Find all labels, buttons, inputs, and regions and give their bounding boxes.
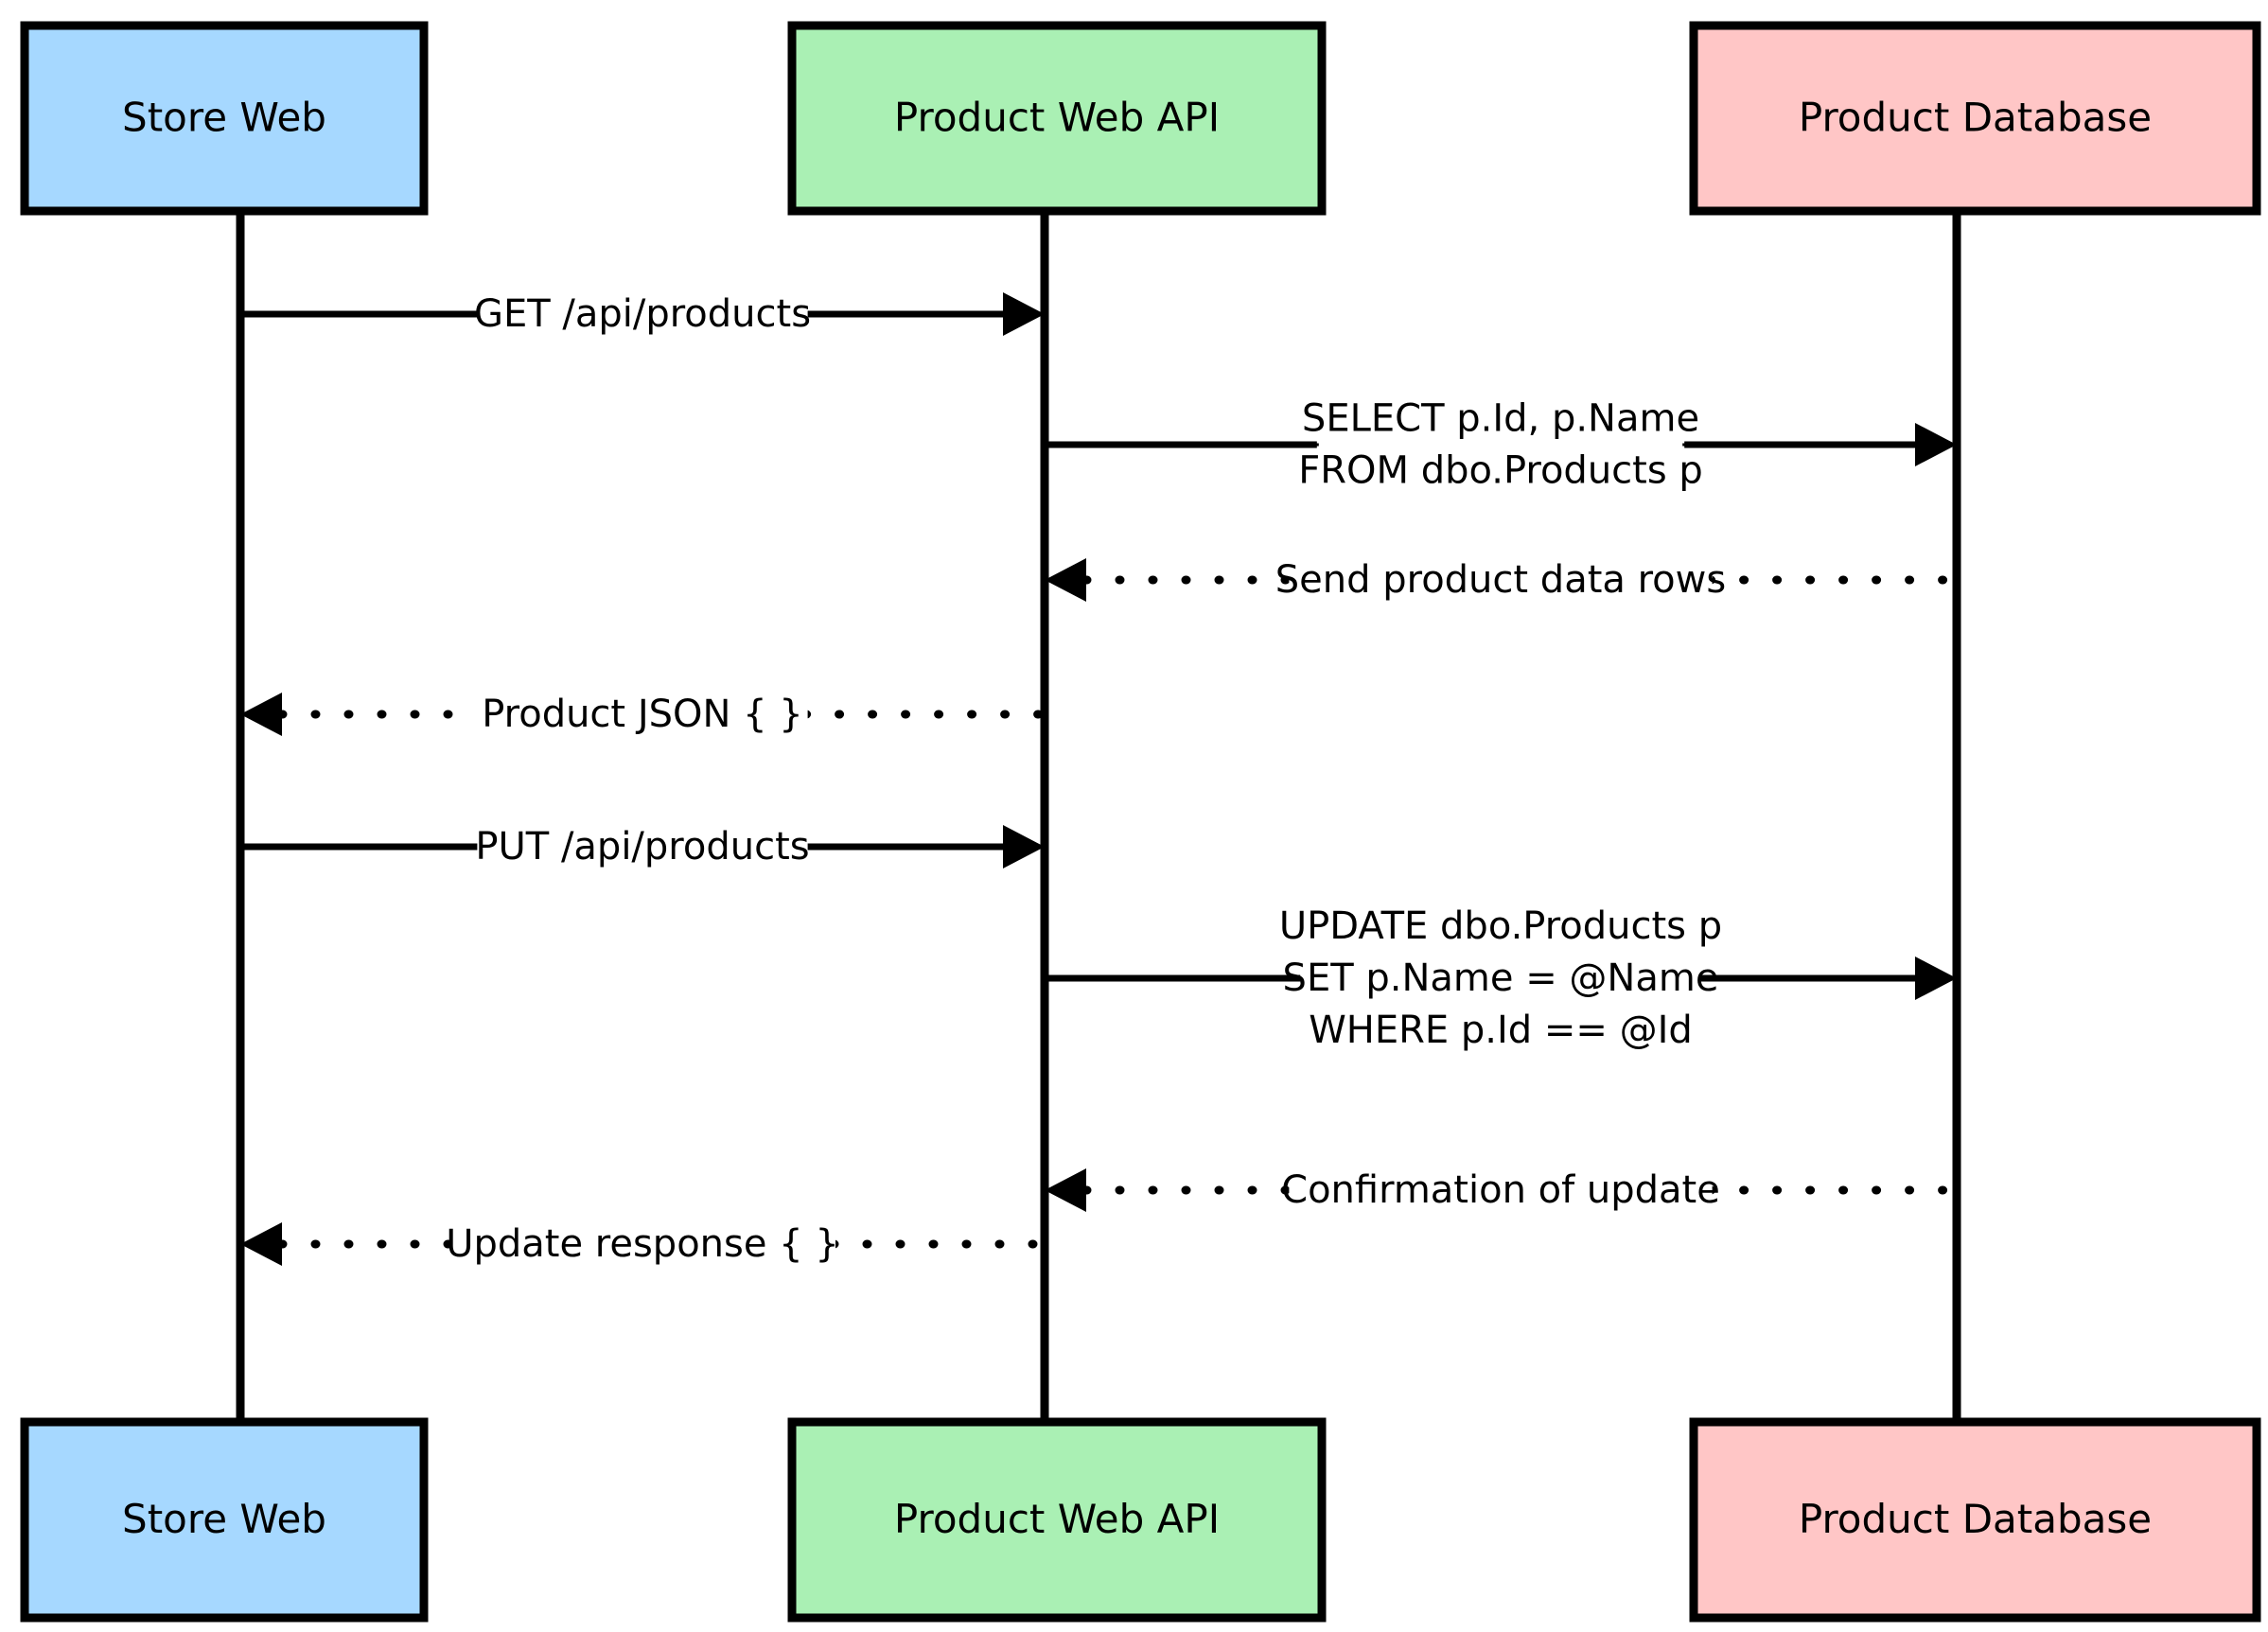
message-label-backdrop: [1298, 902, 1703, 951]
participant-box-top-product-web-api[interactable]: Product Web API: [787, 21, 1327, 216]
message-label-backdrop: [1289, 1166, 1713, 1215]
msg-confirmation-of-update[interactable]: Confirmation of update: [1045, 1166, 1961, 1215]
participant-box-rect: [20, 21, 429, 216]
message-label: SET p.Name = @Name: [1283, 956, 1719, 1000]
participant-box-bottom-store-web[interactable]: Store Web: [20, 1417, 429, 1623]
arrowhead-right: [1003, 825, 1045, 869]
arrowhead-left: [1045, 1168, 1086, 1212]
msg-product-json[interactable]: Product JSON { }: [240, 690, 1049, 739]
msg-send-product-rows[interactable]: Send product data rows: [1045, 555, 1961, 605]
msg-put-products[interactable]: PUT /api/products: [240, 822, 1045, 871]
msg-get-products[interactable]: GET /api/products: [240, 290, 1045, 339]
participant-box-bottom-product-web-api[interactable]: Product Web API: [787, 1417, 1327, 1623]
message-label: Product JSON { }: [482, 693, 803, 736]
arrowhead-right: [1915, 956, 1957, 1000]
participant-label: Product Web API: [894, 1496, 1220, 1542]
participant-label: Product Web API: [894, 95, 1220, 141]
participant-label: Store Web: [122, 95, 326, 141]
message-label-backdrop: [1289, 555, 1713, 605]
message-label: Update response { }: [446, 1222, 839, 1266]
arrowhead-left: [1045, 558, 1086, 602]
message-label-backdrop: [477, 690, 808, 739]
participant-box-rect: [787, 21, 1327, 216]
arrowhead-right: [1003, 292, 1045, 336]
participant-box-rect: [20, 1417, 429, 1623]
message-label-backdrop: [1316, 446, 1685, 496]
message-label: UPDATE dbo.Products p: [1279, 904, 1722, 948]
msg-update-response[interactable]: Update response { }: [240, 1220, 1049, 1269]
participant-box-rect: [1689, 21, 2261, 216]
participant-label: Product Database: [1799, 1496, 2152, 1542]
msg-update-products[interactable]: UPDATE dbo.Products p SET p.Name = @NameW…: [1045, 902, 1957, 1055]
participant-label: Product Database: [1799, 95, 2152, 141]
message-label: PUT /api/products: [475, 825, 809, 869]
message-label: FROM dbo.Products p: [1298, 449, 1703, 493]
participant-box-top-store-web[interactable]: Store Web: [20, 21, 429, 216]
participant-box-rect: [787, 1417, 1327, 1623]
message-label-backdrop: [477, 290, 808, 339]
message-label-backdrop: [1316, 394, 1685, 444]
message-label: Confirmation of update: [1281, 1168, 1720, 1212]
participant-box-rect: [1689, 1417, 2261, 1623]
message-label-backdrop: [477, 822, 808, 871]
message-label-backdrop: [449, 1220, 835, 1269]
participant-label: Store Web: [122, 1496, 326, 1542]
message-label: Send product data rows: [1275, 558, 1726, 602]
participant-box-bottom-product-database[interactable]: Product Database: [1689, 1417, 2261, 1623]
message-label-backdrop: [1326, 954, 1676, 1003]
lifeline-group: [236, 211, 1961, 1422]
message-label-backdrop: [1335, 1006, 1666, 1055]
arrowhead-left: [240, 1222, 282, 1266]
message-label: SELECT p.Id, p.Name: [1302, 397, 1699, 441]
arrowhead-left: [240, 693, 282, 736]
message-label: WHERE p.Id == @Id: [1309, 1009, 1693, 1052]
arrowhead-right: [1915, 423, 1957, 466]
message-label: GET /api/products: [474, 292, 811, 336]
participant-box-top-product-database[interactable]: Product Database: [1689, 21, 2261, 216]
